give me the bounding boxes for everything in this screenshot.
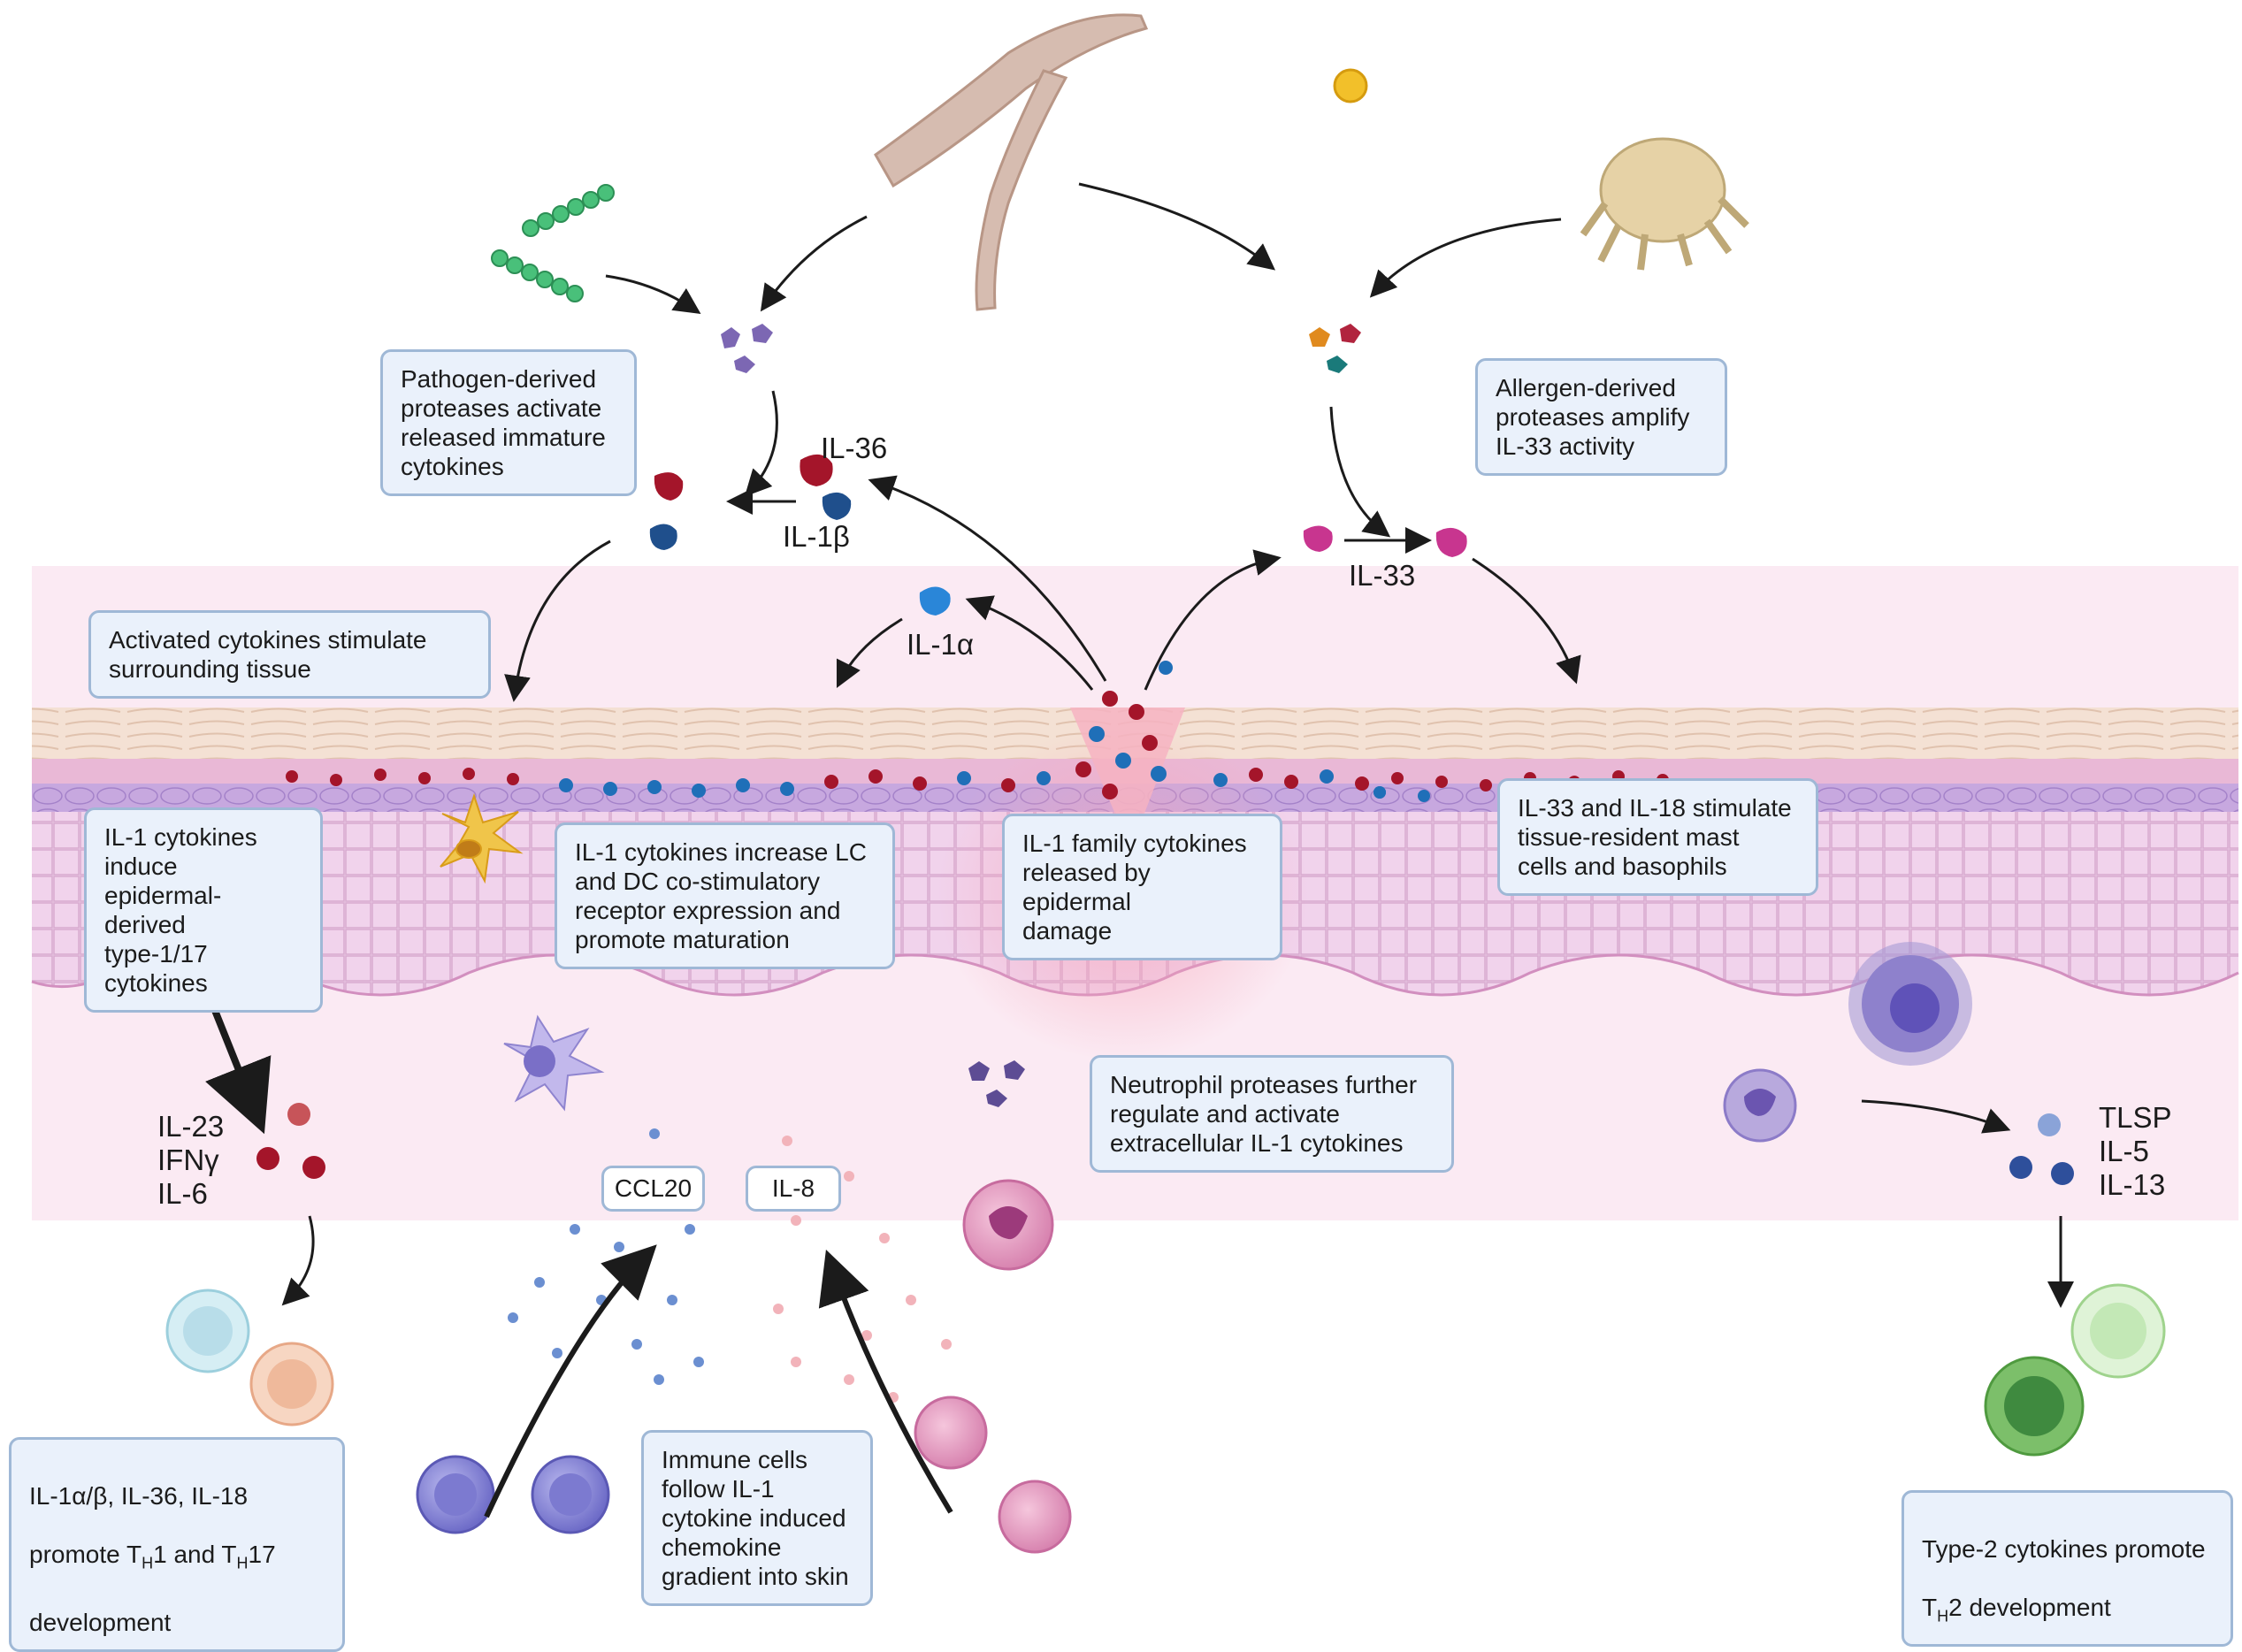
th1-line3: development bbox=[29, 1608, 172, 1636]
il1a-drop bbox=[919, 586, 951, 616]
th2-box: Type-2 cytokines promote TH2 development bbox=[1901, 1490, 2233, 1647]
fungal-hyphae bbox=[874, 13, 1149, 311]
activated-cytokines-box: Activated cytokines stimulate surroundin… bbox=[88, 610, 491, 699]
il1b-label: IL-1β bbox=[783, 520, 850, 553]
arrow-lymph-to-ccl20 bbox=[484, 1244, 657, 1518]
il8-label: IL-8 bbox=[746, 1166, 841, 1212]
arrow-neutro-to-il8 bbox=[818, 1250, 953, 1514]
il36-drop bbox=[800, 454, 833, 486]
th17-sub: H bbox=[236, 1554, 249, 1572]
diagram-art bbox=[31, 13, 2239, 1554]
arrow-hyphae-to-pathogen-proteases bbox=[760, 215, 868, 312]
il1-induce-box: IL-1 cytokines induce epidermal-derived … bbox=[84, 807, 323, 1013]
il33-immature bbox=[1303, 525, 1333, 552]
immune-follow-box: Immune cells follow IL-1 cytokine induce… bbox=[641, 1430, 873, 1606]
arrow-basophil-to-th2 bbox=[1861, 1099, 2011, 1134]
th2-line1: Type-2 cytokines promote bbox=[1922, 1535, 2206, 1563]
th1-th17-cells bbox=[165, 1289, 334, 1426]
th1-line2-suffix: 17 bbox=[248, 1541, 276, 1568]
arrow-il33-to-tissue bbox=[1472, 557, 1581, 685]
th1-line2-prefix: promote T bbox=[29, 1541, 142, 1568]
allergen-proteases bbox=[1309, 324, 1361, 373]
dust-mite bbox=[1580, 137, 1749, 271]
arrow-allergen-to-il33 bbox=[1329, 406, 1391, 538]
th17-cytokines-label: IL-23 IFNγ IL-6 bbox=[157, 1110, 225, 1210]
langerhans-cell bbox=[440, 792, 524, 884]
th17-cytokine-spheres bbox=[256, 1103, 325, 1179]
arrow-damage-to-il1a bbox=[965, 595, 1094, 691]
arrow-damage-to-il36 bbox=[868, 475, 1107, 682]
th2-sub: H bbox=[1937, 1607, 1949, 1625]
th1-line1: IL-1α/β, IL-36, IL-18 bbox=[29, 1482, 249, 1510]
th2-cytokines-label: TLSP IL-5 IL-13 bbox=[2099, 1101, 2172, 1201]
il36-drop-left bbox=[654, 472, 684, 501]
th2-cytokine-spheres bbox=[2009, 1113, 2074, 1185]
arrow-damage-to-il33 bbox=[1144, 549, 1282, 691]
arrow-il1a-to-tissue bbox=[836, 617, 903, 689]
il1b-drop-left bbox=[649, 524, 677, 550]
il33-il18-mast-box: IL-33 and IL-18 stimulate tissue-residen… bbox=[1497, 778, 1818, 896]
th1-line2-mid: 1 and T bbox=[153, 1541, 237, 1568]
dendritic-cell bbox=[503, 1014, 605, 1112]
il1-family-release-box: IL-1 family cytokines released by epider… bbox=[1002, 814, 1282, 960]
bacteria-chain bbox=[491, 184, 615, 302]
il1b-drop bbox=[822, 492, 852, 520]
arrow-bacteria-to-proteases bbox=[605, 274, 701, 314]
pathogen-proteases bbox=[721, 324, 773, 373]
th2-prefix: T bbox=[1922, 1594, 1938, 1621]
th1-th17-box: IL-1α/β, IL-36, IL-18 promote TH1 and TH… bbox=[9, 1437, 345, 1652]
arrow-hyphae-to-allergen-proteases bbox=[1078, 182, 1276, 271]
arrow-to-tissue-left bbox=[504, 539, 611, 702]
released-cytokines-left bbox=[286, 768, 1051, 798]
neutrophil-proteases bbox=[968, 1060, 1025, 1107]
th2-suffix: 2 development bbox=[1948, 1594, 2111, 1621]
mast-cell bbox=[1848, 942, 1972, 1066]
pathogen-proteases-box: Pathogen-derived proteases activate rele… bbox=[380, 349, 637, 496]
allergen-proteases-box: Allergen-derived proteases amplify IL-33… bbox=[1475, 358, 1727, 476]
pollen bbox=[1333, 68, 1368, 103]
lymphocytes-blood bbox=[416, 1455, 610, 1534]
neutrophil-skin bbox=[962, 1179, 1054, 1271]
arrow-proteases-to-il36 bbox=[744, 390, 778, 497]
basophil bbox=[1723, 1068, 1797, 1143]
th2-cells bbox=[1984, 1283, 2166, 1457]
arrow-il1-box-to-cytokines bbox=[205, 1002, 272, 1135]
arrow-mite-to-allergen-proteases bbox=[1369, 218, 1562, 298]
neutrophils-blood bbox=[914, 1396, 1072, 1554]
arrow-cytokines-to-th bbox=[281, 1215, 315, 1306]
il33-mature bbox=[1435, 527, 1467, 557]
il1-lc-dc-box: IL-1 cytokines increase LC and DC co-sti… bbox=[555, 822, 895, 969]
il36-label: IL-36 bbox=[821, 432, 888, 464]
neutrophil-proteases-box: Neutrophil proteases further regulate an… bbox=[1090, 1055, 1454, 1173]
released-cytokines-center bbox=[1075, 661, 1173, 799]
ccl20-label: CCL20 bbox=[601, 1166, 705, 1212]
th1-sub: H bbox=[142, 1554, 154, 1572]
il33-label: IL-33 bbox=[1349, 559, 1416, 592]
il1a-label: IL-1α bbox=[907, 628, 974, 661]
